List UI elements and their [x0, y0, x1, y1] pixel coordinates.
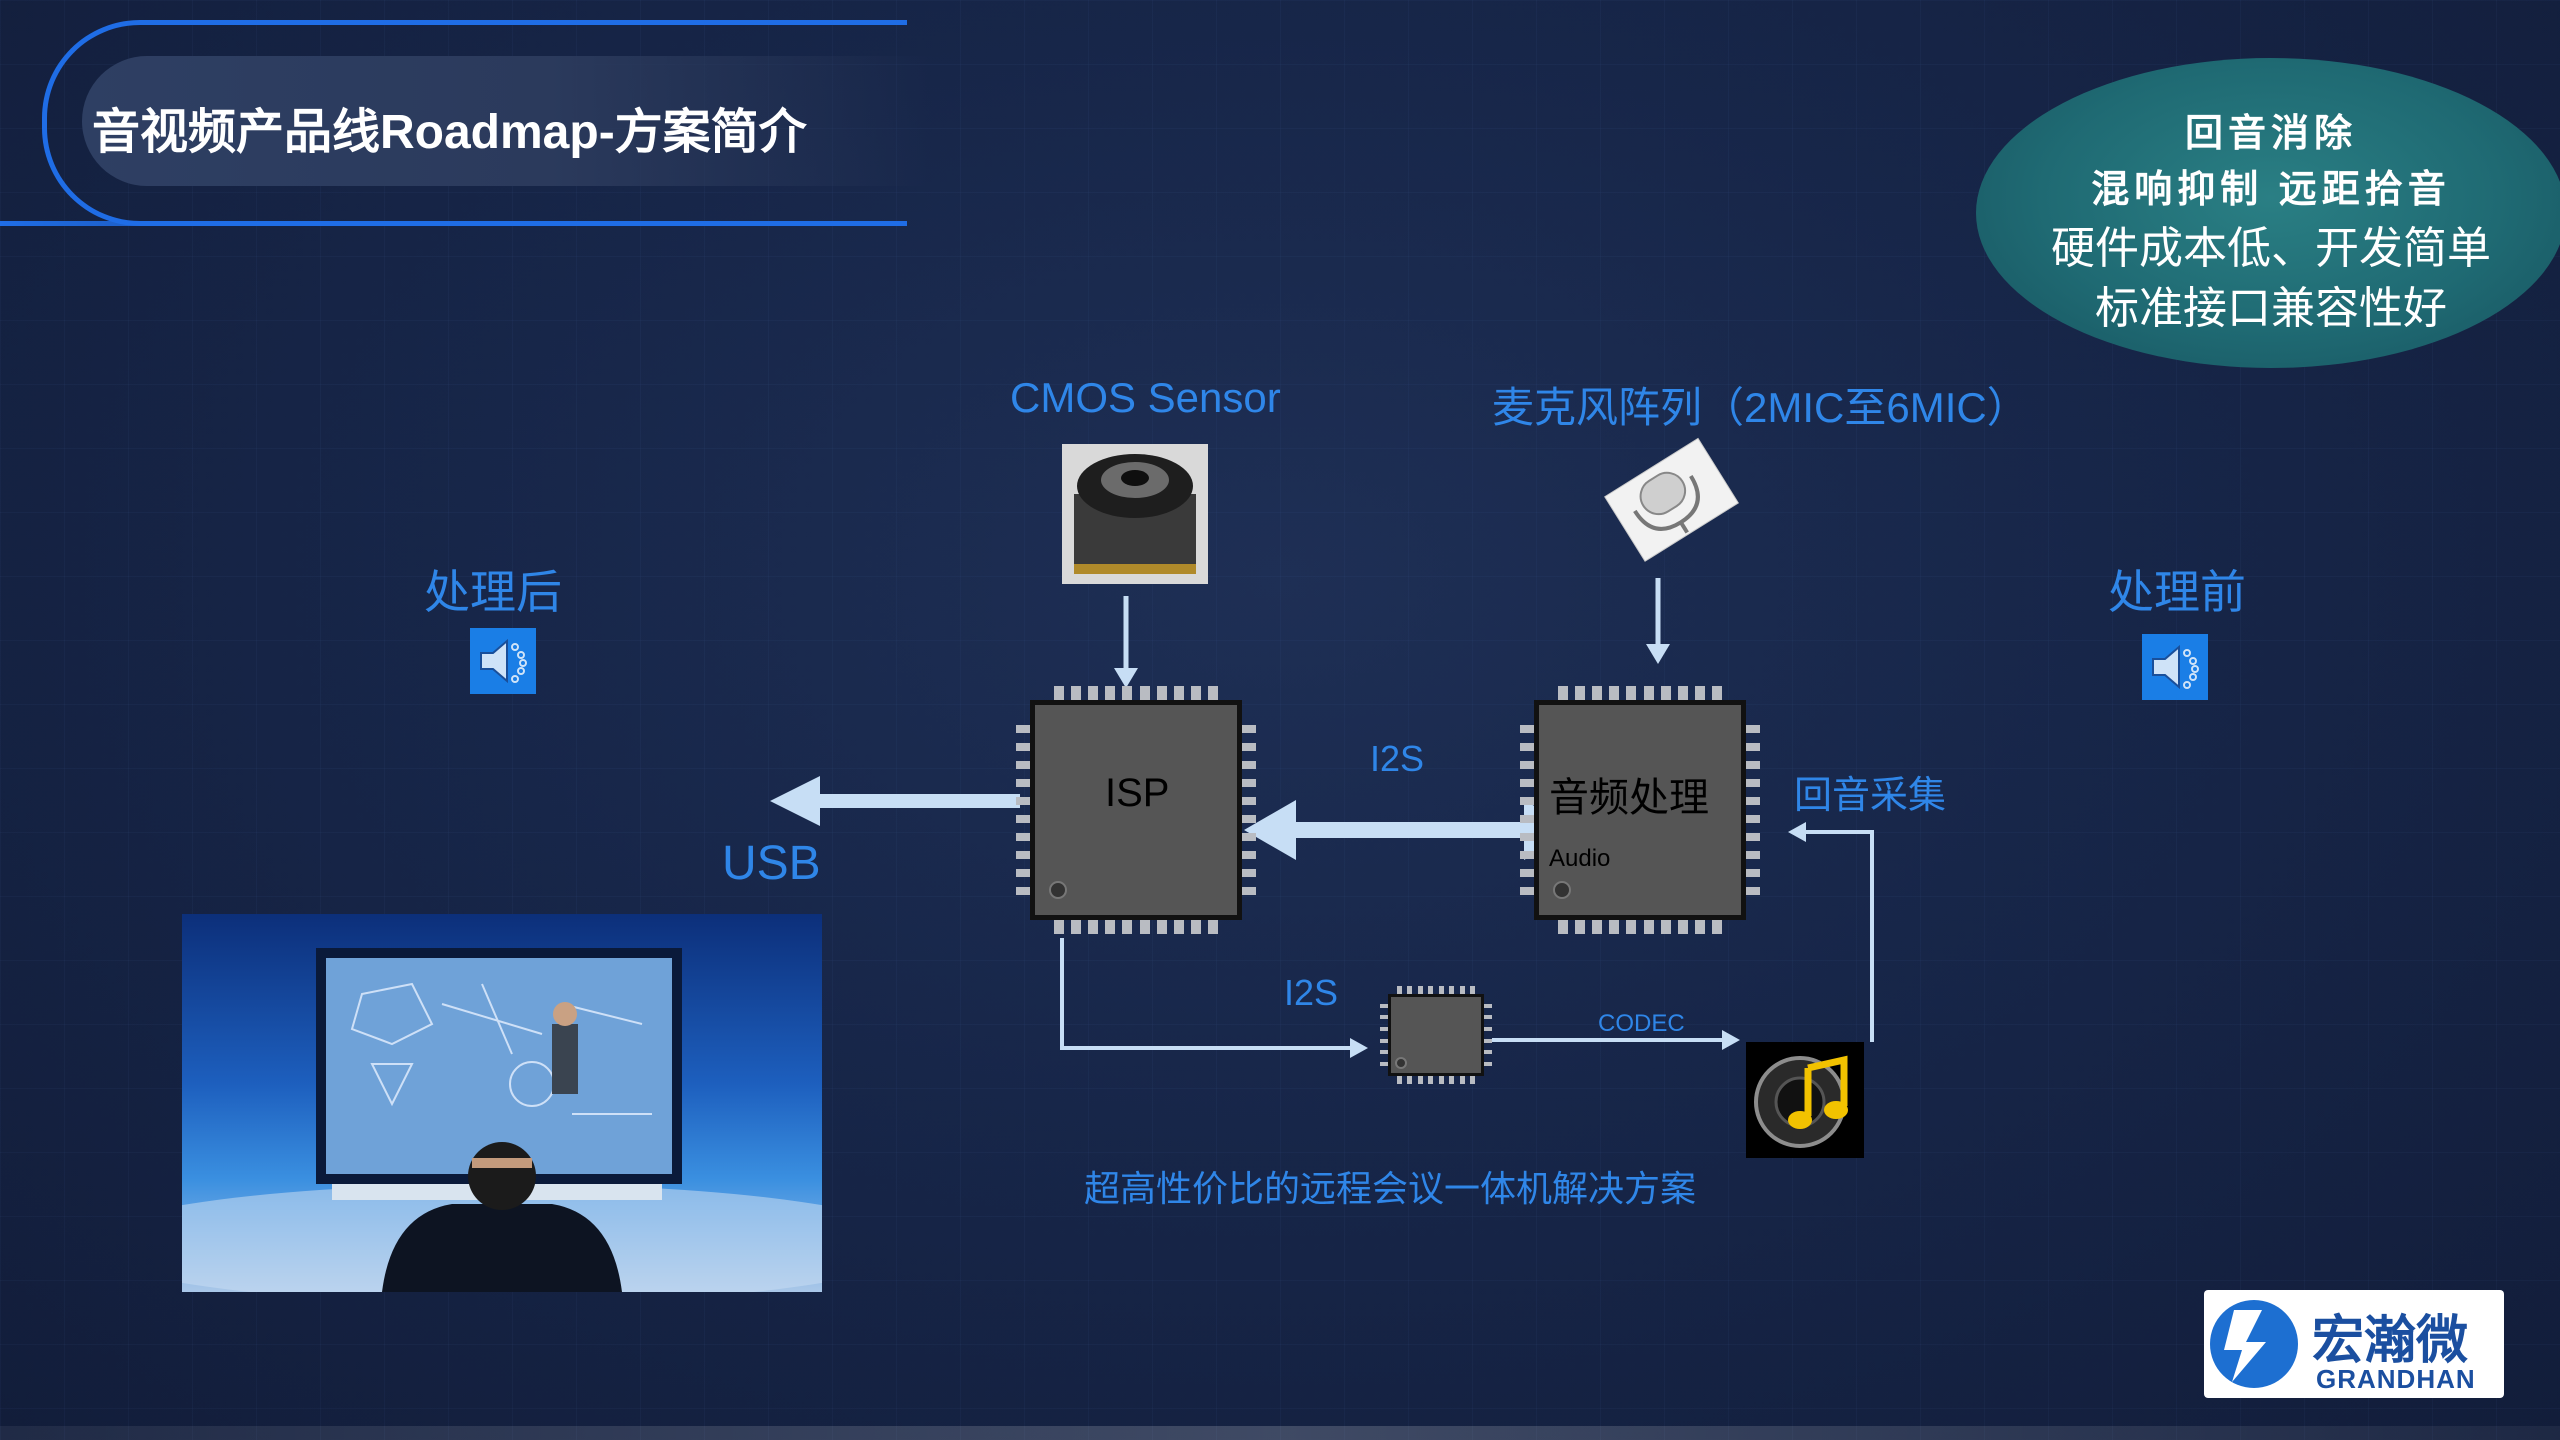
- audio-pins-top: [1554, 686, 1726, 700]
- codec-chip-dot: [1395, 1057, 1407, 1069]
- codec-label: CODEC: [1598, 1010, 1685, 1037]
- codec-pins-left: [1380, 1000, 1388, 1070]
- codec-pins-bottom: [1394, 1076, 1478, 1084]
- i2s-double-arrow-shaft: [1290, 822, 1530, 838]
- before-processing-label: 处理前: [2108, 566, 2246, 618]
- audio-chip-sublabel: Audio: [1549, 845, 1611, 872]
- logo-chinese-name: 宏瀚微: [2312, 1311, 2469, 1371]
- video-conference-photo: [182, 914, 822, 1292]
- speaker-after-glyph: [480, 638, 527, 684]
- page-title: 音视频产品线Roadmap-方案简介: [92, 106, 807, 159]
- feature-ellipse: 回音消除 混响抑制 远距拾音 硬件成本低、开发简单 标准接口兼容性好: [1976, 58, 2560, 368]
- i2s-top-label: I2S: [1370, 738, 1425, 779]
- isp-chip: ISP: [1016, 682, 1256, 938]
- grandhan-logo: 宏瀚微 GRANDHAN: [2204, 1290, 2504, 1398]
- solution-caption: 超高性价比的远程会议一体机解决方案: [1084, 1169, 1697, 1210]
- title-frame: [0, 20, 907, 226]
- isp-chip-body: ISP: [1030, 700, 1242, 920]
- microphone-image: [1604, 437, 1739, 562]
- codec-chip-body: [1388, 994, 1484, 1076]
- speaker-before-glyph: [2152, 644, 2199, 690]
- isp-codec-arrow-head: [1350, 1038, 1368, 1058]
- speaker-music-icon: [1746, 1042, 1864, 1158]
- title-banner: [82, 56, 932, 186]
- isp-pins-top: [1050, 686, 1222, 700]
- speaker-before-icon[interactable]: [2142, 634, 2208, 700]
- audio-pins-left: [1520, 720, 1534, 900]
- echo-capture-label: 回音采集: [1794, 775, 1947, 817]
- cmos-sensor-label: CMOS Sensor: [1010, 374, 1281, 421]
- isp-pins-bottom: [1050, 920, 1222, 934]
- mic-array-label: 麦克风阵列（2MIC至6MIC）: [1492, 384, 2029, 431]
- audio-chip-body: 音频处理 Audio: [1534, 700, 1746, 920]
- codec-speaker-arrow-head: [1722, 1030, 1740, 1050]
- i2s-arrow-left-head: [1244, 800, 1296, 860]
- audio-chip-label: 音频处理: [1549, 775, 1709, 821]
- isp-to-codec-line: [1060, 938, 1350, 1050]
- audio-chip-dot: [1553, 881, 1571, 899]
- isp-chip-label: ISP: [1105, 771, 1170, 815]
- after-processing-label: 处理后: [424, 566, 562, 618]
- grandhan-logo-mark: [2210, 1300, 2298, 1388]
- audio-processing-chip: 音频处理 Audio: [1520, 682, 1760, 938]
- photo-illustration: [182, 948, 822, 1292]
- usb-arrow-head: [770, 776, 820, 826]
- cmos-sensor-image: [1062, 444, 1208, 584]
- feature-compat: 标准接口兼容性好: [2095, 284, 2447, 333]
- isp-pins-left: [1016, 720, 1030, 900]
- usb-label: USB: [722, 837, 821, 890]
- codec-chip: [1380, 986, 1492, 1084]
- isp-pins-right: [1242, 720, 1256, 900]
- codec-pins-right: [1484, 1000, 1492, 1070]
- echo-loop-line: [1806, 830, 1874, 1042]
- footer-band: [0, 1426, 2560, 1440]
- feature-reverb: 混响抑制 远距拾音: [2091, 169, 2451, 211]
- mic-arrow-head: [1646, 644, 1670, 664]
- codec-pins-top: [1394, 986, 1478, 994]
- i2s-bottom-label: I2S: [1284, 972, 1339, 1013]
- cmos-arrow-head: [1114, 668, 1138, 688]
- audio-pins-bottom: [1554, 920, 1726, 934]
- feature-cost: 硬件成本低、开发简单: [2051, 224, 2491, 273]
- audio-pins-right: [1746, 720, 1760, 900]
- isp-chip-dot: [1049, 881, 1067, 899]
- echo-arrow-head: [1788, 822, 1806, 842]
- feature-echo-cancel: 回音消除: [2184, 113, 2357, 155]
- speaker-after-icon[interactable]: [470, 628, 536, 694]
- usb-arrow-shaft: [812, 794, 1020, 808]
- logo-english-name: GRANDHAN: [2316, 1364, 2476, 1394]
